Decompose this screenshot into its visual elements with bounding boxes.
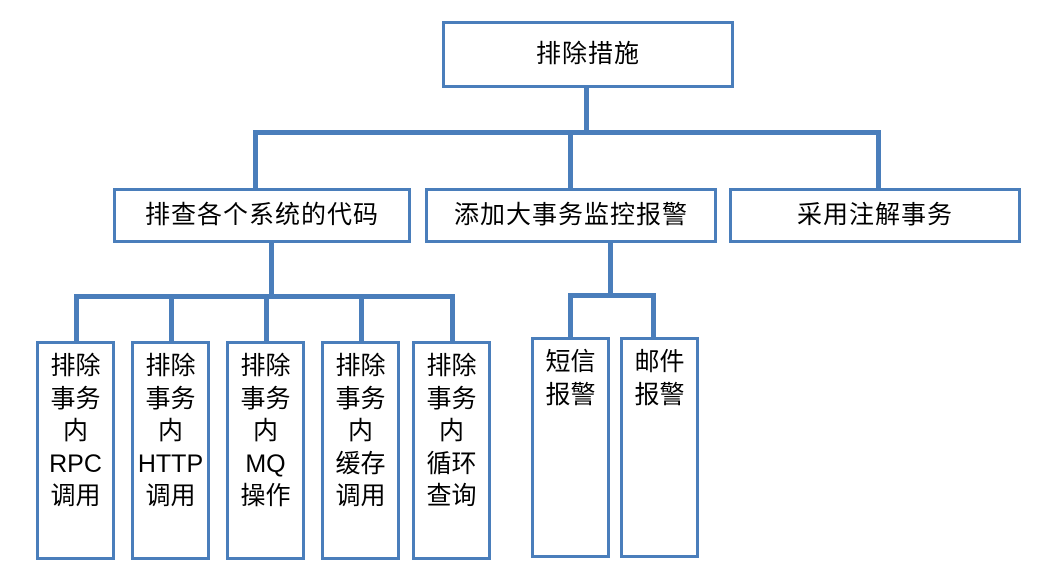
connector-drop-code-2 <box>169 294 174 341</box>
connector-drop-level2-1 <box>253 130 258 188</box>
connector-drop-level2-2 <box>568 130 573 188</box>
node-leaf-rpc[interactable]: 排除 事务 内 RPC 调用 <box>36 341 115 560</box>
node-leaf-mq[interactable]: 排除 事务 内 MQ 操作 <box>226 341 305 560</box>
connector-drop-level2-3 <box>876 130 881 188</box>
connector-root-stem <box>584 88 589 133</box>
node-level2-annotation[interactable]: 采用注解事务 <box>729 188 1021 243</box>
node-leaf-http-label: 排除 事务 内 HTTP 调用 <box>137 352 204 510</box>
connector-drop-alert-2 <box>651 293 656 337</box>
node-leaf-cache-label: 排除 事务 内 缓存 调用 <box>335 352 386 510</box>
node-leaf-email-alert-label: 邮件 报警 <box>634 348 685 409</box>
connector-drop-code-4 <box>359 294 364 341</box>
connector-drop-code-3 <box>264 294 269 341</box>
node-level2-code[interactable]: 排查各个系统的代码 <box>113 188 411 243</box>
node-leaf-cache[interactable]: 排除 事务 内 缓存 调用 <box>321 341 400 560</box>
node-leaf-loop-query[interactable]: 排除 事务 内 循环 查询 <box>412 341 491 560</box>
node-root-label: 排除措施 <box>535 40 640 69</box>
connector-alert-stem <box>608 243 613 298</box>
connector-level2-bus <box>253 130 881 135</box>
node-root[interactable]: 排除措施 <box>442 21 734 88</box>
node-level2-monitor[interactable]: 添加大事务监控报警 <box>425 188 717 243</box>
node-level2-code-label: 排查各个系统的代码 <box>144 201 379 230</box>
connector-drop-code-5 <box>450 294 455 341</box>
node-level2-annotation-label: 采用注解事务 <box>796 201 953 230</box>
node-leaf-email-alert[interactable]: 邮件 报警 <box>620 337 699 558</box>
connector-drop-code-1 <box>74 294 79 341</box>
node-level2-monitor-label: 添加大事务监控报警 <box>453 201 688 230</box>
connector-drop-alert-1 <box>568 293 573 337</box>
node-leaf-loop-query-label: 排除 事务 内 循环 查询 <box>426 352 477 510</box>
connector-alert-bus <box>568 293 656 298</box>
node-leaf-mq-label: 排除 事务 内 MQ 操作 <box>240 352 291 510</box>
node-leaf-sms-alert[interactable]: 短信 报警 <box>531 337 610 558</box>
node-leaf-sms-alert-label: 短信 报警 <box>545 348 596 409</box>
node-leaf-http[interactable]: 排除 事务 内 HTTP 调用 <box>131 341 210 560</box>
connector-code-stem <box>269 243 274 299</box>
node-leaf-rpc-label: 排除 事务 内 RPC 调用 <box>49 352 102 510</box>
